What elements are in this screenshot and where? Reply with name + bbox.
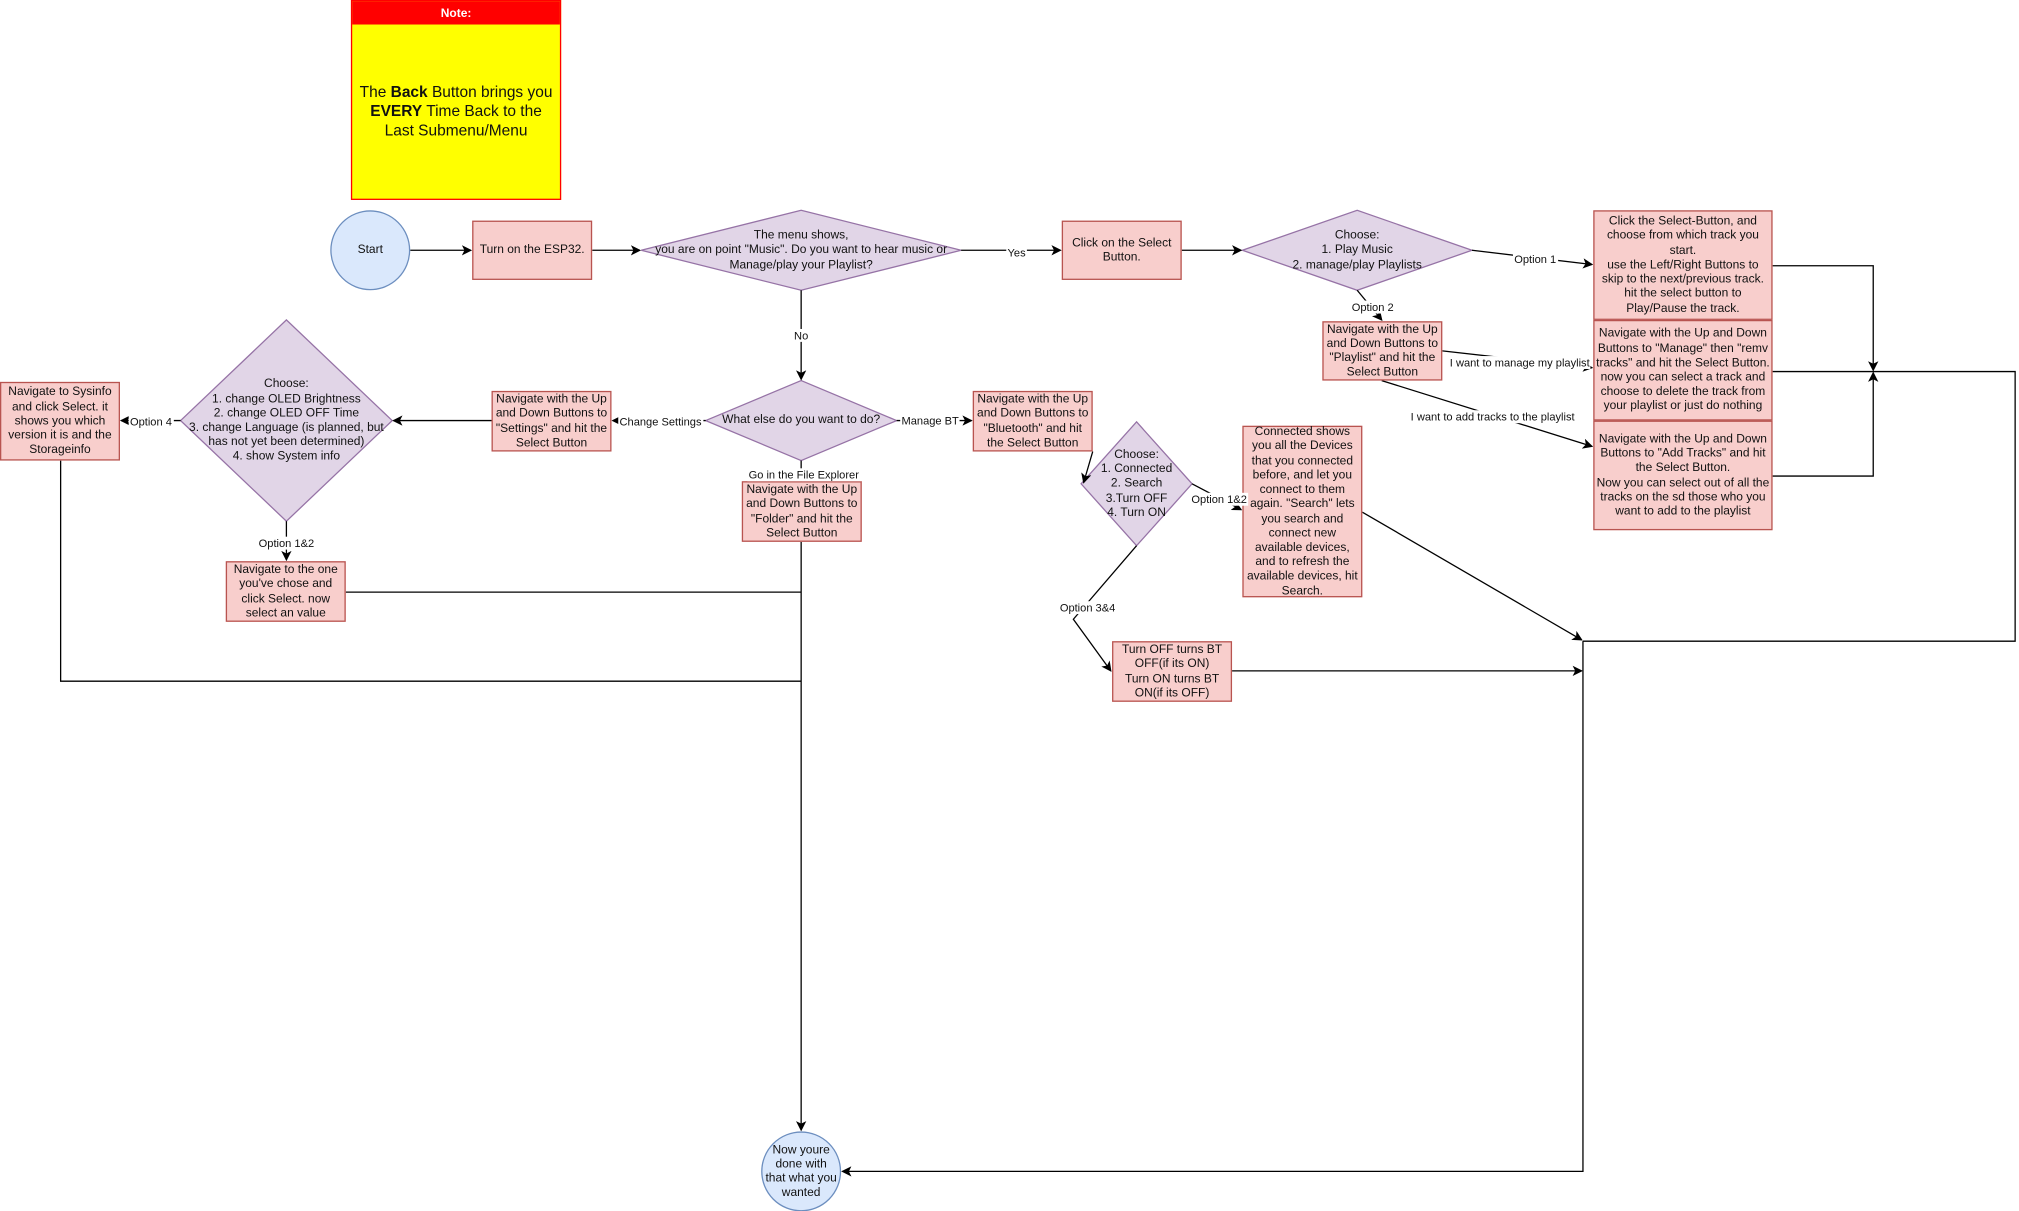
edge-label-file-explorer: Go in the File Explorer [747, 468, 861, 482]
edge-label-add-tracks: I want to add tracks to the playlist [1409, 410, 1576, 424]
turn-bt-step: Turn OFF turns BT OFF(if its ON) Turn ON… [1112, 641, 1233, 702]
start-node: Start [330, 210, 411, 291]
nav-bluetooth-step: Navigate with the Up and Down Buttons to… [972, 390, 1093, 452]
play-music-step: Click the Select-Button, and choose from… [1593, 210, 1773, 320]
decision-what-else-shape [704, 379, 899, 462]
note-bold-back: Back [390, 82, 428, 101]
note-text-part: The [359, 82, 391, 101]
note-text: The Back Button brings you EVERY Time Ba… [352, 25, 560, 199]
edge-label-manage-bt: Manage BT [900, 414, 961, 428]
edge-label-settings-option12: Option 1&2 [257, 536, 316, 550]
note-text-part: Button brings you [427, 82, 553, 101]
edge-label-yes: Yes [1006, 246, 1027, 260]
edge-label-bt-option34: Option 3&4 [1058, 601, 1117, 615]
connected-info-step: Connected shows you all the Devices that… [1242, 425, 1363, 598]
turn-on-esp32-step: Turn on the ESP32. [472, 220, 593, 280]
edge-label-manage-playlist: I want to manage my playlist [1448, 356, 1591, 369]
note-box: Note: The Back Button brings you EVERY T… [350, 0, 562, 200]
decision-bt-shape [1080, 420, 1193, 547]
edge-label-change-settings: Change Settings [618, 415, 703, 429]
edge-label-no: No [792, 328, 810, 342]
nav-folder-step: Navigate with the Up and Down Buttons to… [741, 481, 862, 542]
edge-label-bt-option12: Option 1&2 [1190, 492, 1249, 506]
edge-label-option2: Option 2 [1350, 300, 1395, 314]
nav-playlist-step: Navigate with the Up and Down Buttons to… [1322, 321, 1443, 381]
nav-settings-step: Navigate with the Up and Down Buttons to… [491, 390, 612, 452]
add-tracks-step: Navigate with the Up and Down Buttons to… [1593, 420, 1773, 531]
decision-menu-shape [641, 209, 962, 291]
sysinfo-step: Navigate to Sysinfo and click Select. it… [0, 381, 120, 461]
note-bold-every: EVERY [370, 101, 423, 120]
note-text-part: Time Back to the Last Submenu/Menu [384, 101, 542, 140]
click-select-step: Click on the Select Button. [1061, 220, 1182, 280]
end-node: Now youre done with that what you wanted [761, 1131, 842, 1211]
edge-label-option1: Option 1 [1512, 252, 1558, 266]
edge-label-option4: Option 4 [128, 415, 174, 429]
note-title: Note: [352, 1, 560, 25]
decision-music-shape [1240, 209, 1474, 291]
decision-settings-shape [179, 319, 394, 523]
manage-playlist-step: Navigate with the Up and Down Buttons to… [1593, 319, 1773, 421]
select-value-step: Navigate to the one you've chose and cli… [225, 561, 346, 622]
